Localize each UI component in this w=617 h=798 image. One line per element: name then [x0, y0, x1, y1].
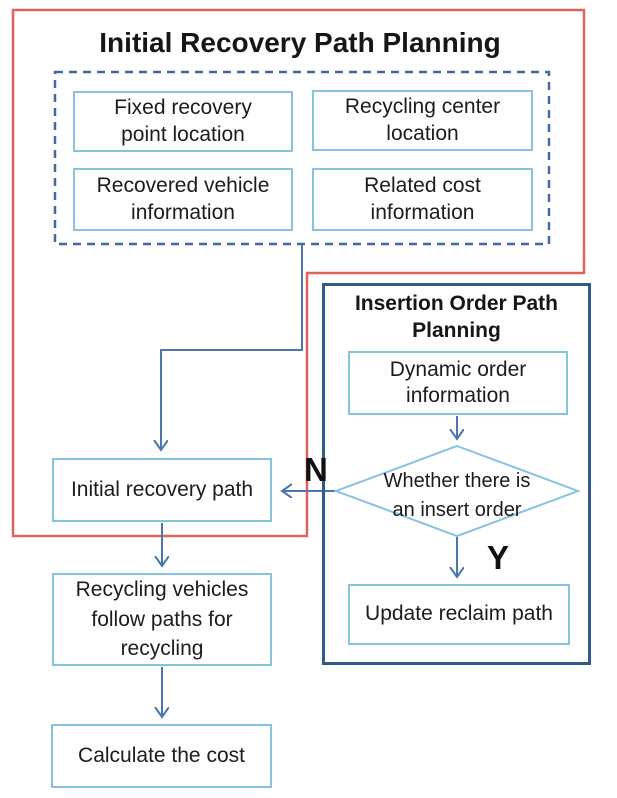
insertion-order-panel	[322, 283, 591, 665]
node-dynamic-order-info: Dynamic order information	[348, 351, 568, 415]
node-recovered-vehicle-info: Recovered vehicle information	[73, 168, 293, 231]
node-calculate-cost: Calculate the cost	[51, 724, 272, 788]
initial-planning-title: Initial Recovery Path Planning	[99, 27, 501, 58]
node-recycling-vehicles: Recycling vehicles follow paths for recy…	[52, 573, 272, 666]
node-fixed-recovery-point: Fixed recovery point location	[73, 91, 293, 152]
decision-label: Whether there is an insert order	[383, 470, 531, 521]
branch-yes-label: Y	[487, 539, 510, 576]
decision-diamond	[333, 444, 581, 538]
branch-no-label: N	[304, 451, 328, 488]
node-update-reclaim-path: Update reclaim path	[348, 584, 570, 645]
initial-planning-frame	[11, 8, 586, 538]
node-initial-recovery-path: Initial recovery path	[52, 458, 272, 522]
insertion-order-title: Insertion Order Path Planning	[354, 292, 559, 343]
node-related-cost-info: Related cost information	[312, 168, 533, 231]
input-data-dashed-frame	[53, 70, 551, 246]
connector-inputs-to-initial-path	[161, 245, 303, 450]
node-recycling-center-location: Recycling center location	[312, 90, 533, 151]
